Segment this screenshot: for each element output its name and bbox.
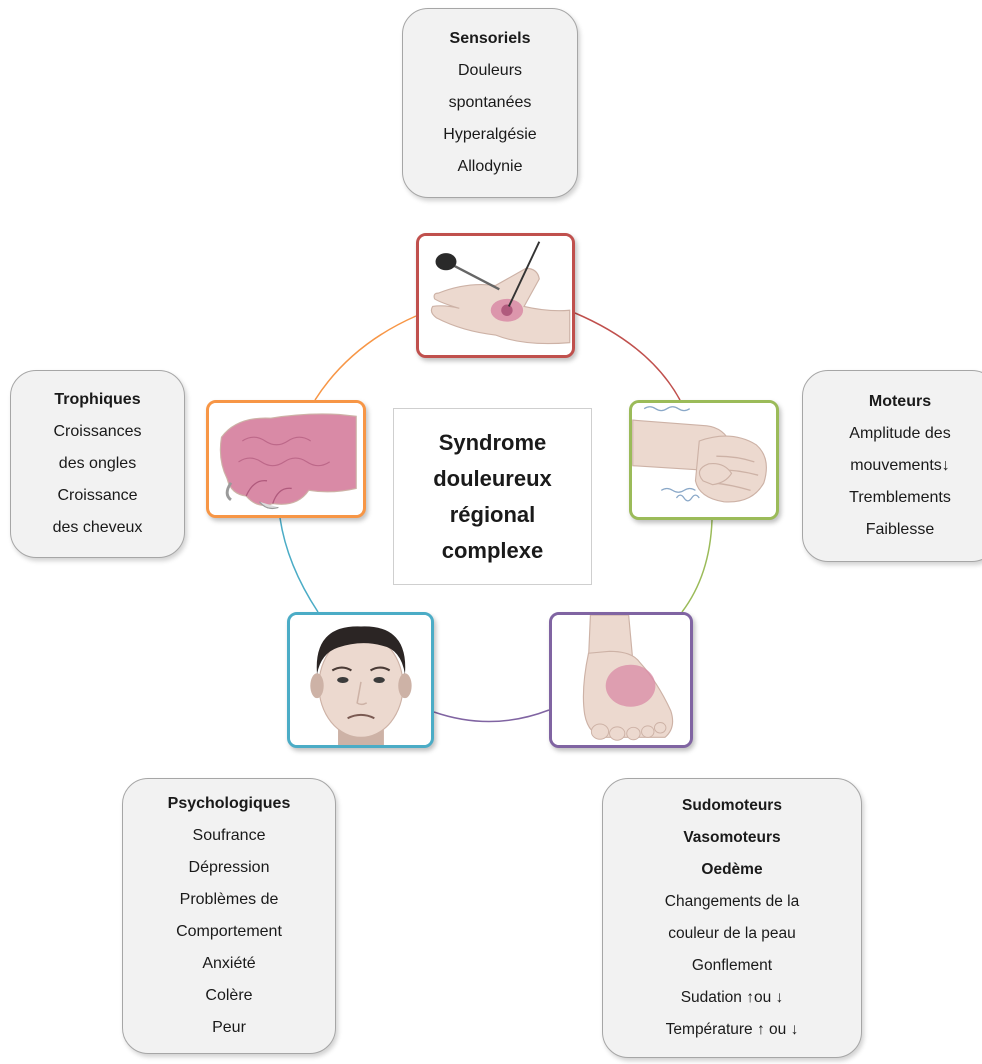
vasomotor-symptoms-box: Sudomoteurs Vasomoteurs Oedème Changemen… bbox=[602, 778, 862, 1058]
trophic-line: des ongles bbox=[59, 448, 136, 480]
arc-motor-vaso bbox=[682, 520, 712, 612]
trembling-fist-icon bbox=[632, 403, 776, 517]
motor-title: Moteurs bbox=[869, 386, 931, 418]
trophic-line: Croissances bbox=[53, 416, 141, 448]
sensory-title: Sensoriels bbox=[450, 23, 531, 55]
sensory-line: Allodynie bbox=[458, 151, 523, 183]
psychological-title: Psychologiques bbox=[168, 788, 291, 820]
vasomotor-line: Température ↑ ou ↓ bbox=[666, 1014, 799, 1046]
psychological-line: Soufrance bbox=[193, 820, 266, 852]
cotton-bud-head bbox=[436, 253, 457, 270]
motor-line: mouvements↓ bbox=[850, 450, 950, 482]
motor-line: Faiblesse bbox=[866, 514, 934, 546]
psychological-line: Problèmes de bbox=[180, 884, 279, 916]
trophic-illustration-frame bbox=[206, 400, 366, 518]
trophic-line: des cheveux bbox=[53, 512, 143, 544]
central-title-box: Syndrome douleureux régional complexe bbox=[393, 408, 592, 585]
vasomotor-illustration-frame bbox=[549, 612, 693, 748]
edema-title: Oedème bbox=[701, 854, 762, 886]
psychological-line: Comportement bbox=[176, 916, 282, 948]
vasomotor-title: Vasomoteurs bbox=[683, 822, 780, 854]
ear-left bbox=[310, 673, 323, 698]
vasomotor-line: Sudation ↑ou ↓ bbox=[681, 982, 784, 1014]
sensory-line: spontanées bbox=[449, 87, 532, 119]
vasomotor-line: Gonflement bbox=[692, 950, 772, 982]
sudomotor-title: Sudomoteurs bbox=[682, 790, 782, 822]
vasomotor-line: Changements de la bbox=[665, 886, 799, 918]
redness bbox=[606, 665, 656, 707]
motor-line: Tremblements bbox=[849, 482, 951, 514]
central-title-line: complexe bbox=[442, 533, 544, 569]
sensory-illustration-frame bbox=[416, 233, 575, 358]
ear-right bbox=[398, 673, 411, 698]
sensory-symptoms-box: Sensoriels Douleurs spontanées Hyperalgé… bbox=[402, 8, 578, 198]
pain-spot-core bbox=[501, 305, 512, 316]
swollen-hand-icon bbox=[209, 403, 363, 515]
eye-right bbox=[373, 677, 384, 683]
swollen-foot-icon bbox=[552, 615, 690, 745]
psychological-illustration-frame bbox=[287, 612, 434, 748]
trophic-line: Croissance bbox=[57, 480, 137, 512]
vasomotor-line: couleur de la peau bbox=[668, 918, 796, 950]
arc-trophic-sensory bbox=[315, 316, 416, 400]
trophic-title: Trophiques bbox=[54, 384, 140, 416]
distressed-face-icon bbox=[290, 615, 431, 745]
psychological-line: Anxiété bbox=[202, 948, 255, 980]
central-title-line: régional bbox=[450, 497, 536, 533]
motor-line: Amplitude des bbox=[849, 418, 950, 450]
eye-left bbox=[337, 677, 348, 683]
hand-needle-icon bbox=[419, 236, 572, 355]
toe bbox=[627, 727, 640, 739]
motor-illustration-frame bbox=[629, 400, 779, 520]
arc-sensory-motor bbox=[575, 313, 680, 400]
arc-vaso-psycho bbox=[434, 710, 549, 722]
toe bbox=[591, 724, 608, 739]
sensory-line: Hyperalgésie bbox=[443, 119, 536, 151]
central-title-line: Syndrome bbox=[439, 425, 547, 461]
psychological-line: Peur bbox=[212, 1012, 246, 1044]
psychological-symptoms-box: Psychologiques Soufrance Dépression Prob… bbox=[122, 778, 336, 1054]
central-title-line: douleureux bbox=[433, 461, 552, 497]
psychological-line: Dépression bbox=[189, 852, 270, 884]
toe bbox=[642, 726, 654, 737]
psychological-line: Colère bbox=[205, 980, 252, 1012]
toe bbox=[654, 723, 665, 734]
motor-symptoms-box: Moteurs Amplitude des mouvements↓ Trembl… bbox=[802, 370, 982, 562]
toe bbox=[610, 727, 625, 740]
arc-psycho-trophic bbox=[280, 518, 318, 612]
sensory-line: Douleurs bbox=[458, 55, 522, 87]
trophic-symptoms-box: Trophiques Croissances des ongles Croiss… bbox=[10, 370, 185, 558]
